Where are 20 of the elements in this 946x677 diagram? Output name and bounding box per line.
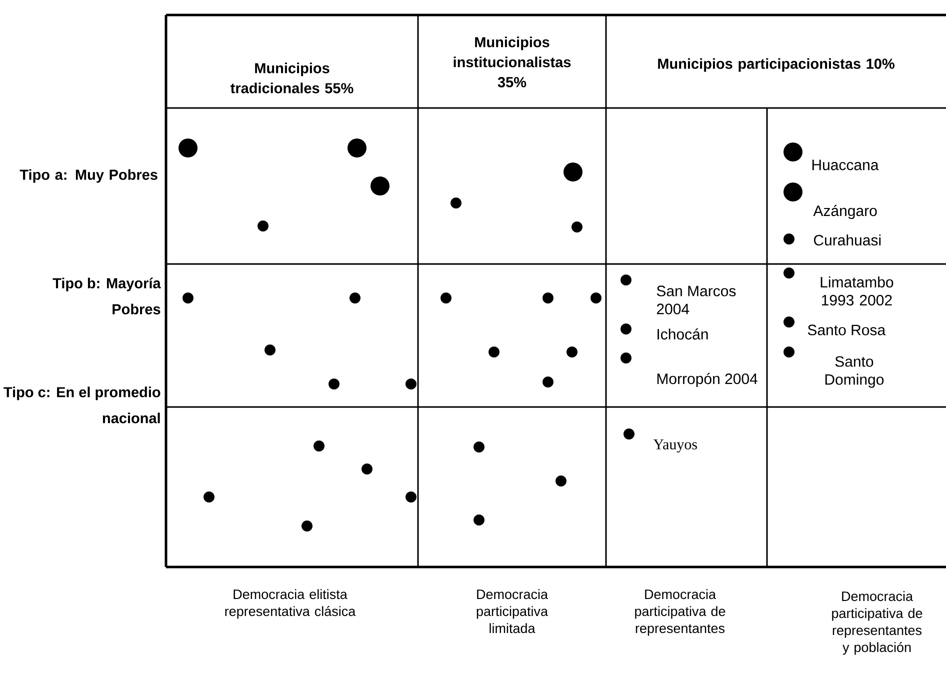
category-label: Democracia elitista representativa clásica: [225, 589, 356, 619]
category-label: Democracia participativa limitada: [476, 589, 548, 634]
municipality-label: Santo Rosa: [808, 324, 886, 336]
row-header: Tipo b: Mayoría Pobres: [52, 278, 161, 314]
municipality-label: Curahuasi: [814, 234, 881, 246]
municipality-label: Santo Domingo: [825, 356, 884, 388]
municipality-label: Huaccana: [812, 160, 879, 170]
municipality-label: Yauyos: [653, 439, 697, 452]
municipality-label: Ichocán: [658, 328, 708, 340]
column-header: Municipios institucionalistas 35%: [454, 36, 571, 88]
municipality-label: San Marcos 2004: [656, 286, 736, 314]
row-header: Tipo c: En el promedio nacional: [4, 386, 160, 424]
municipality-label: Azángaro: [813, 204, 877, 220]
municipality-label: Morropón 2004: [657, 372, 758, 388]
category-label: Democracia participativa de representantes y población: [832, 591, 922, 655]
column-header: Municipios participacionistas 10%: [658, 58, 894, 72]
municipality-label: Limatambo 1993 2002: [820, 276, 894, 306]
column-header: Municipios tradicionales 55%: [230, 62, 354, 94]
category-label: Democracia participativa de representantes: [635, 589, 726, 636]
row-header: Tipo a: Muy Pobres: [20, 169, 158, 183]
